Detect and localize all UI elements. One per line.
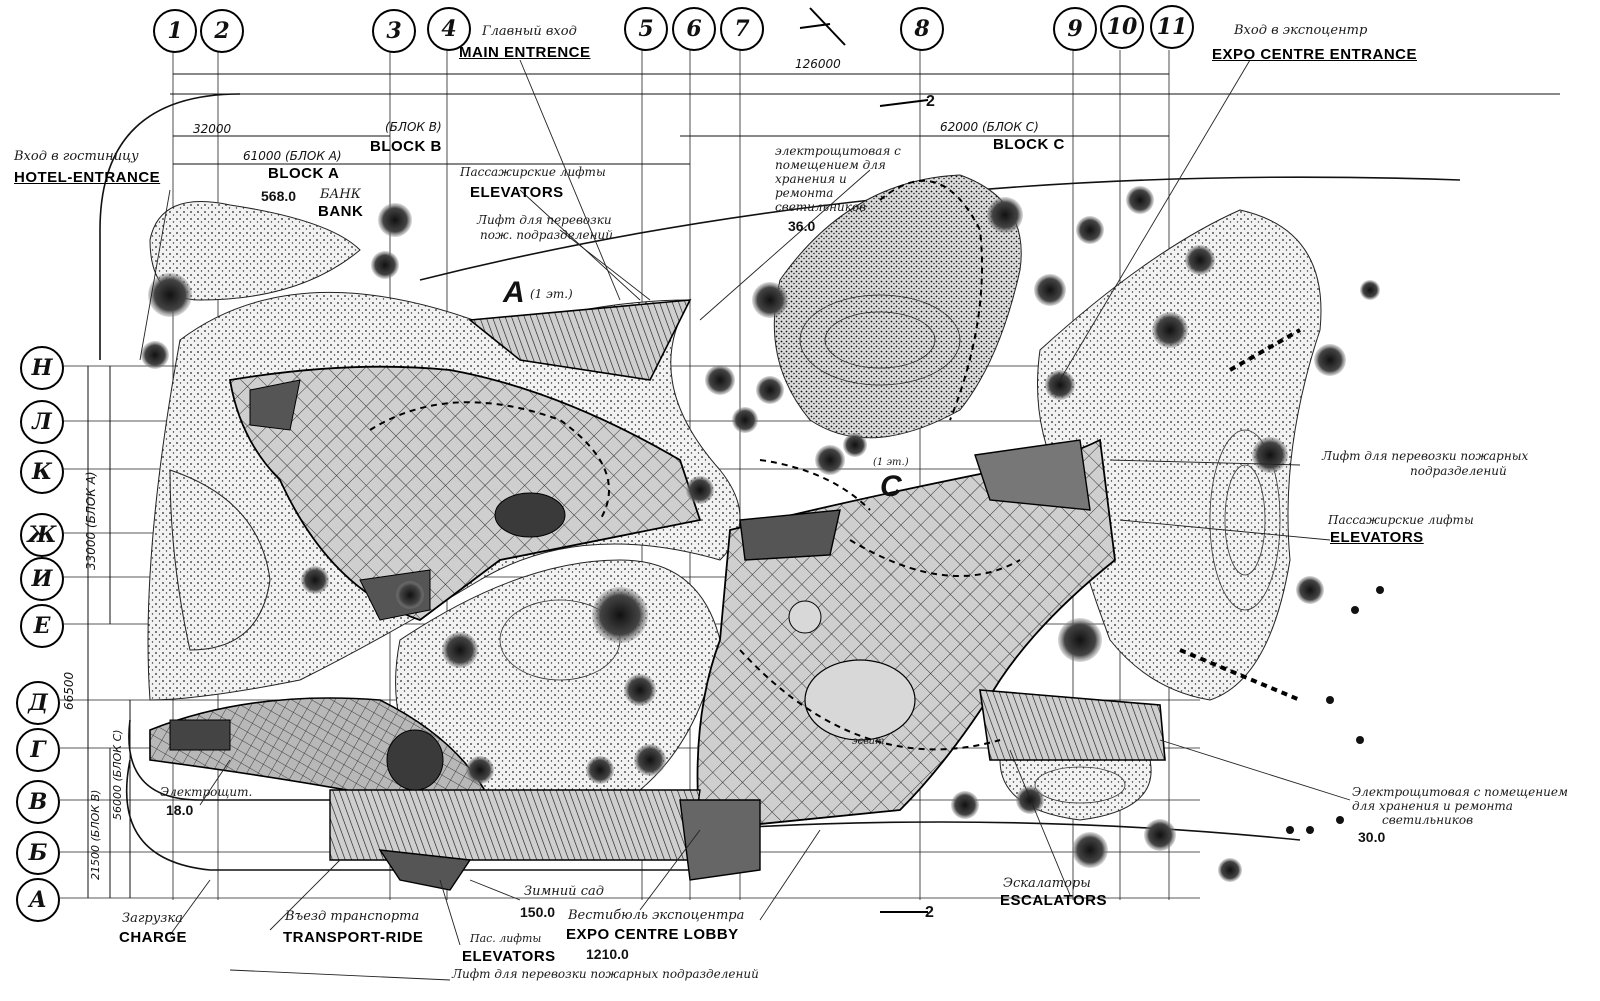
section-marks — [799, 7, 929, 913]
axis-row-a: А — [16, 878, 60, 922]
axis-row-i: И — [20, 557, 64, 601]
axis-column-6: 6 — [672, 7, 716, 51]
axis-row-e: Е — [20, 604, 64, 648]
lobby-ru: Вестибюль экспоцентра — [568, 908, 745, 923]
dimension-block-a-depth: 33000 (БЛОК А) — [84, 471, 98, 570]
electro-top-ru-2: помещением для — [775, 158, 886, 172]
transport-en: TRANSPORT-RIDE — [283, 929, 424, 946]
axis-column-5: 5 — [624, 7, 668, 51]
axis-row-zh: Ж — [20, 513, 64, 557]
section-mark-bottom: 2 — [925, 904, 934, 921]
electro-right-area: 30.0 — [1358, 829, 1386, 845]
fire-lift-right-ru-1: Лифт для перевозки пожарных — [1322, 449, 1529, 463]
dimension-block-c-width: 62000 (БЛОК С) — [940, 120, 1039, 134]
axis-row-l: Л — [20, 400, 64, 444]
escalators-en: ESCALATORS — [1000, 892, 1107, 909]
electro-right-ru-3: светильников — [1382, 813, 1474, 827]
axis-row-d: Д — [16, 681, 60, 725]
dimension-32000: 32000 — [193, 122, 232, 136]
dashed-contours — [369, 179, 1301, 751]
expo-entrance-ru: Вход в экспоцентр — [1234, 23, 1368, 38]
electro-right-ru-1: Электрощитовая с помещением — [1352, 785, 1568, 799]
stage-label: эсват — [852, 736, 885, 747]
expo-entrance-en: EXPO CENTRE ENTRANCE — [1212, 46, 1418, 63]
axis-row-n: Н — [20, 346, 64, 390]
leader-lines — [139, 59, 1351, 981]
bank-area: 568.0 — [261, 188, 297, 204]
dimension-lines — [87, 73, 1560, 898]
winter-garden-ru: Зимний сад — [524, 884, 604, 899]
dimension-block-a-width: 61000 (БЛОК А) — [243, 149, 342, 163]
electro-left-area: 18.0 — [166, 802, 194, 818]
block-a-letter: A — [503, 276, 525, 309]
section-mark-top: 2 — [926, 93, 935, 110]
block-a-label: BLOCK A — [268, 165, 340, 182]
axis-column-1: 1 — [153, 9, 197, 53]
dimension-overall: 126000 — [795, 57, 841, 71]
axis-row-v: В — [16, 780, 60, 824]
electro-top-ru-4: ремонта — [775, 186, 834, 200]
main-entrance-en: MAIN ENTRENCE — [459, 44, 591, 61]
block-a-floor: (1 эт.) — [530, 287, 573, 301]
elevators-top-ru: Пассажирские лифты — [460, 165, 606, 179]
charge-en: CHARGE — [119, 929, 188, 946]
block-c-floor: (1 эт.) — [873, 457, 909, 468]
fire-lift-top-ru-2: пож. подразделений — [480, 228, 613, 242]
block-b-label: BLOCK B — [370, 138, 442, 155]
fire-lift-bottom-ru: Лифт для перевозки пожарных подразделени… — [452, 967, 759, 981]
dimension-overall-depth: 66500 — [62, 671, 76, 710]
main-entrance-ru: Главный вход — [482, 24, 577, 39]
dimension-block-c-depth: 56000 (БЛОК С) — [111, 729, 124, 820]
axis-column-10: 10 — [1100, 5, 1144, 49]
axis-column-8: 8 — [900, 7, 944, 51]
axis-column-2: 2 — [200, 9, 244, 53]
block-c-letter: C — [880, 470, 902, 503]
electro-left-ru: Электрощит. — [160, 785, 253, 799]
lobby-area: 1210.0 — [586, 946, 629, 962]
axis-column-11: 11 — [1150, 5, 1194, 49]
bank-en: BANK — [318, 203, 364, 220]
elevators-top-en: ELEVATORS — [470, 184, 564, 201]
electro-top-ru-1: электрощитовая с — [775, 144, 901, 158]
escalators-ru: Эскалаторы — [1003, 876, 1091, 891]
lobby-en: EXPO CENTRE LOBBY — [566, 926, 739, 943]
axis-column-4: 4 — [427, 7, 471, 51]
electro-top-area: 36.0 — [788, 218, 816, 234]
hotel-entrance-en: HOTEL-ENTRANCE — [14, 169, 161, 186]
dimension-block-b-depth: 21500 (БЛОК В) — [89, 789, 102, 880]
charge-ru: Загрузка — [122, 911, 183, 926]
elevators-bottom-en: ELEVATORS — [462, 948, 556, 965]
axis-column-3: 3 — [372, 9, 416, 53]
axis-column-7: 7 — [720, 7, 764, 51]
winter-garden-area: 150.0 — [520, 904, 556, 920]
axis-column-9: 9 — [1053, 7, 1097, 51]
block-c-label: BLOCK C — [993, 136, 1065, 153]
dimension-block-b-label: (БЛОК В) — [385, 120, 442, 134]
transport-ru: Въезд транспорта — [285, 909, 420, 924]
fire-lift-top-ru-1: Лифт для перевозки — [477, 213, 612, 227]
electro-top-ru-5: светильников — [775, 200, 867, 214]
axis-row-g: Г — [16, 728, 60, 772]
elevators-bottom-ru: Пас. лифты — [470, 932, 542, 945]
bank-ru: БАНК — [320, 187, 361, 202]
hotel-entrance-ru: Вход в гостиницу — [14, 149, 139, 164]
electro-right-ru-2: для хранения и ремонта — [1352, 799, 1513, 813]
fire-lift-right-ru-2: подразделений — [1410, 464, 1507, 478]
electro-top-ru-3: хранения и — [775, 172, 847, 186]
axis-row-b: Б — [16, 831, 60, 875]
axis-row-k: К — [20, 450, 64, 494]
elevators-right-en: ELEVATORS — [1330, 529, 1424, 546]
elevators-right-ru: Пассажирские лифты — [1328, 513, 1474, 527]
